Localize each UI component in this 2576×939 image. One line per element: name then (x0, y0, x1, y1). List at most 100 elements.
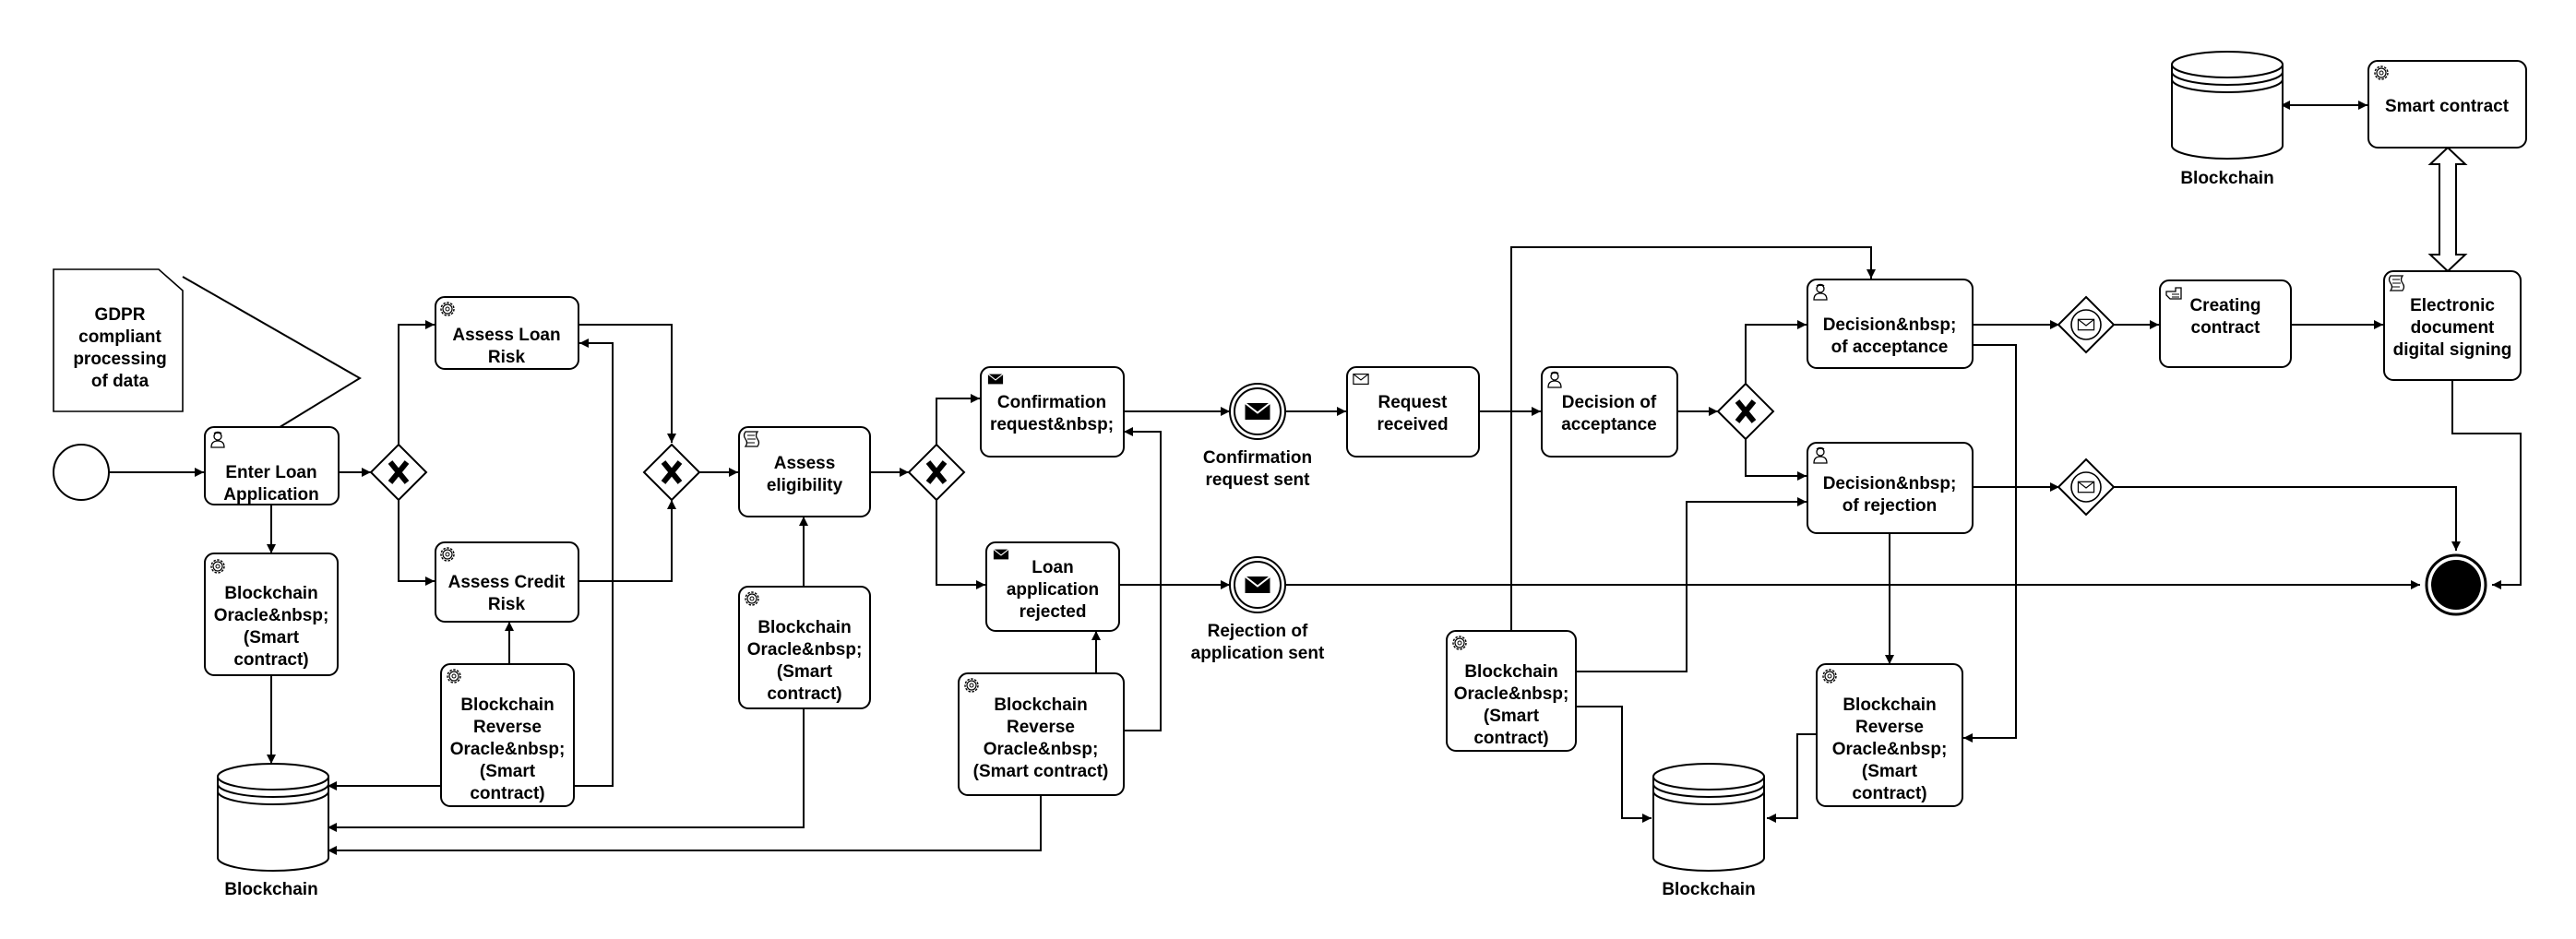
receive-message-icon (2077, 481, 2095, 493)
end-event[interactable] (2425, 553, 2487, 616)
exclusive-gateway-1[interactable] (369, 443, 428, 502)
svg-text:application: application (1007, 580, 1099, 600)
task-decision-acceptance[interactable]: Decision&nbsp; of acceptance (1807, 279, 1974, 369)
svg-text:request sent: request sent (1206, 470, 1311, 490)
script-icon (2388, 275, 2405, 291)
gear-icon (964, 678, 979, 693)
start-event[interactable] (53, 444, 110, 501)
blockchain-datastore-2[interactable]: Blockchain (1652, 763, 1765, 899)
svg-text:Blockchain: Blockchain (1662, 880, 1755, 899)
svg-text:Oracle&nbsp;: Oracle&nbsp; (1454, 684, 1569, 704)
gear-icon (1452, 636, 1467, 650)
svg-text:digital signing: digital signing (2393, 340, 2512, 360)
svg-text:processing: processing (73, 350, 166, 369)
task-assess-eligibility[interactable]: Assess eligibility (738, 426, 871, 517)
svg-text:eligibility: eligibility (767, 476, 843, 495)
svg-text:Oracle&nbsp;: Oracle&nbsp; (1832, 740, 1948, 759)
svg-text:Decision&nbsp;: Decision&nbsp; (1823, 315, 1957, 335)
svg-text:application sent: application sent (1191, 644, 1325, 663)
task-decision-of-acceptance[interactable]: Decision of acceptance (1541, 366, 1678, 458)
gdpr-annotation[interactable]: GDPR compliant processing of data (53, 268, 184, 412)
task-enter-loan-application[interactable]: Enter Loan Application (204, 426, 340, 505)
send-message-icon (1244, 402, 1271, 421)
svg-text:(Smart: (Smart (1484, 707, 1540, 726)
svg-text:of rejection: of rejection (1843, 496, 1937, 516)
svg-text:Confirmation: Confirmation (1203, 448, 1312, 468)
svg-text:Oracle&nbsp;: Oracle&nbsp; (747, 640, 863, 660)
svg-text:of data: of data (91, 372, 149, 391)
svg-text:Blockchain: Blockchain (757, 618, 851, 637)
task-blockchain-reverse-oracle-2[interactable]: Blockchain Reverse Oracle&nbsp; (Smart c… (958, 672, 1125, 796)
svg-text:Oracle&nbsp;: Oracle&nbsp; (984, 740, 1099, 759)
svg-text:Blockchain: Blockchain (994, 695, 1087, 715)
exclusive-gateway-4[interactable] (1716, 382, 1775, 441)
task-blockchain-oracle-1[interactable]: Blockchain Oracle&nbsp; (Smart contract) (204, 553, 339, 676)
event-gateway-rejection[interactable] (2057, 458, 2116, 517)
task-decision-rejection[interactable]: Decision&nbsp; of rejection (1807, 442, 1974, 534)
svg-text:Blockchain: Blockchain (224, 584, 317, 603)
svg-text:Decision of: Decision of (1562, 393, 1657, 412)
svg-text:Rejection of: Rejection of (1208, 622, 1308, 641)
task-blockchain-reverse-oracle-3[interactable]: Blockchain Reverse Oracle&nbsp; (Smart c… (1816, 663, 1963, 807)
svg-text:contract): contract) (1473, 729, 1548, 748)
task-loan-application-rejected[interactable]: Loan application rejected (985, 541, 1120, 632)
gear-icon (440, 302, 455, 316)
gear-icon (440, 547, 455, 562)
task-smart-contract[interactable]: Smart contract (2367, 60, 2527, 149)
task-assess-loan-risk[interactable]: Assess Loan Risk (435, 296, 579, 370)
svg-text:Risk: Risk (488, 595, 526, 614)
svg-text:(Smart: (Smart (480, 762, 536, 781)
svg-text:Reverse: Reverse (473, 718, 542, 737)
task-assess-credit-risk[interactable]: Assess Credit Risk (435, 541, 579, 623)
receive-message-icon (2077, 318, 2095, 331)
send-message-icon (987, 374, 1004, 385)
blockchain-datastore-1[interactable]: Blockchain (217, 763, 329, 899)
confirmation-sent-event[interactable]: Confirmation request sent (1203, 383, 1312, 490)
task-electronic-document-signing[interactable]: Electronic document digital signing (2383, 270, 2522, 381)
task-request-received[interactable]: Request received (1346, 366, 1480, 458)
event-gateway-acceptance[interactable] (2057, 295, 2116, 354)
svg-text:rejected: rejected (1020, 602, 1087, 622)
svg-text:contract: contract (2191, 318, 2261, 338)
svg-text:received: received (1377, 415, 1448, 434)
task-creating-contract[interactable]: Creating contract (2159, 279, 2292, 368)
task-blockchain-oracle-2[interactable]: Blockchain Oracle&nbsp; (Smart contract) (738, 586, 871, 709)
script-icon (743, 431, 760, 447)
svg-text:Confirmation: Confirmation (997, 393, 1106, 412)
svg-text:(Smart: (Smart (777, 662, 833, 682)
svg-text:Assess Credit: Assess Credit (448, 573, 566, 592)
svg-text:Enter Loan: Enter Loan (225, 463, 316, 482)
blockchain-datastore-3[interactable]: Blockchain (2171, 51, 2284, 188)
svg-text:Blockchain: Blockchain (1464, 662, 1557, 682)
gear-icon (1822, 669, 1837, 683)
svg-text:Blockchain: Blockchain (1843, 695, 1936, 715)
svg-text:Oracle&nbsp;: Oracle&nbsp; (450, 740, 566, 759)
task-blockchain-reverse-oracle-1[interactable]: Blockchain Reverse Oracle&nbsp; (Smart c… (440, 663, 575, 807)
svg-text:Risk: Risk (488, 348, 526, 367)
gear-icon (447, 669, 461, 683)
receive-message-icon (1353, 374, 1369, 385)
task-confirmation-request[interactable]: Confirmation request&nbsp; (980, 366, 1125, 458)
svg-text:Assess: Assess (774, 454, 836, 473)
svg-text:Reverse: Reverse (1007, 718, 1075, 737)
rejection-sent-event[interactable]: Rejection of application sent (1191, 556, 1325, 663)
svg-text:Electronic: Electronic (2410, 296, 2495, 315)
svg-text:(Smart contract): (Smart contract) (973, 762, 1109, 781)
svg-text:Decision&nbsp;: Decision&nbsp; (1823, 474, 1957, 493)
svg-text:Blockchain: Blockchain (2180, 169, 2273, 188)
svg-text:Blockchain: Blockchain (460, 695, 554, 715)
gear-icon (2374, 65, 2389, 80)
exclusive-gateway-2[interactable] (642, 443, 701, 502)
gear-icon (745, 591, 759, 606)
send-message-icon (993, 549, 1009, 560)
svg-text:request&nbsp;: request&nbsp; (990, 415, 1114, 434)
sequence-flows (109, 101, 2522, 855)
svg-text:document: document (2411, 318, 2495, 338)
exclusive-gateway-3[interactable] (907, 443, 966, 502)
svg-text:(Smart: (Smart (1862, 762, 1918, 781)
svg-text:Creating: Creating (2189, 296, 2260, 315)
svg-text:(Smart: (Smart (244, 628, 300, 648)
task-blockchain-oracle-3[interactable]: Blockchain Oracle&nbsp; (Smart contract) (1446, 630, 1577, 752)
svg-text:Oracle&nbsp;: Oracle&nbsp; (214, 606, 329, 625)
